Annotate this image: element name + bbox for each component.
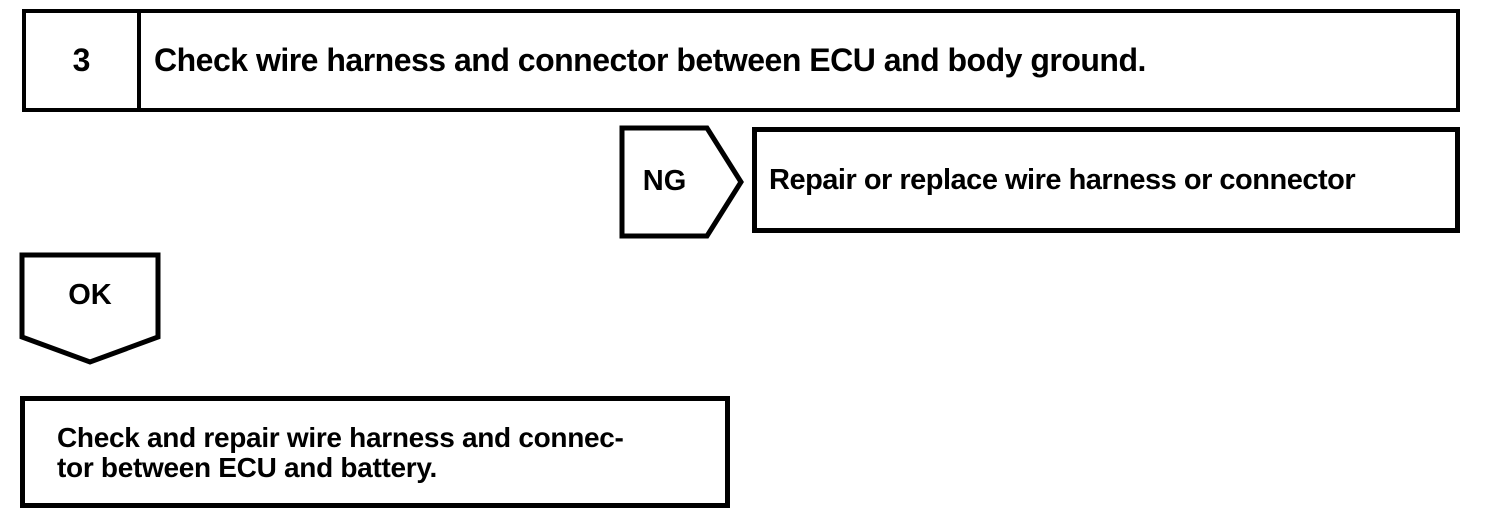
ok-connector-arrow-icon <box>19 252 161 365</box>
step-number: 3 <box>26 13 141 108</box>
ok-result-line-1: Check and repair wire harness and connec… <box>57 422 624 453</box>
ng-connector-arrow-icon <box>619 125 744 239</box>
step-title: Check wire harness and connector between… <box>154 42 1146 78</box>
ok-connector-label: OK <box>68 278 112 311</box>
ok-result-box: Check and repair wire harness and connec… <box>20 396 730 508</box>
ng-result-box: Repair or replace wire harness or connec… <box>752 127 1460 233</box>
ok-result-line-2: tor between ECU and battery. <box>57 452 438 483</box>
step-box: 3 Check wire harness and connector betwe… <box>22 9 1460 112</box>
ng-connector-label: NG <box>642 165 687 197</box>
